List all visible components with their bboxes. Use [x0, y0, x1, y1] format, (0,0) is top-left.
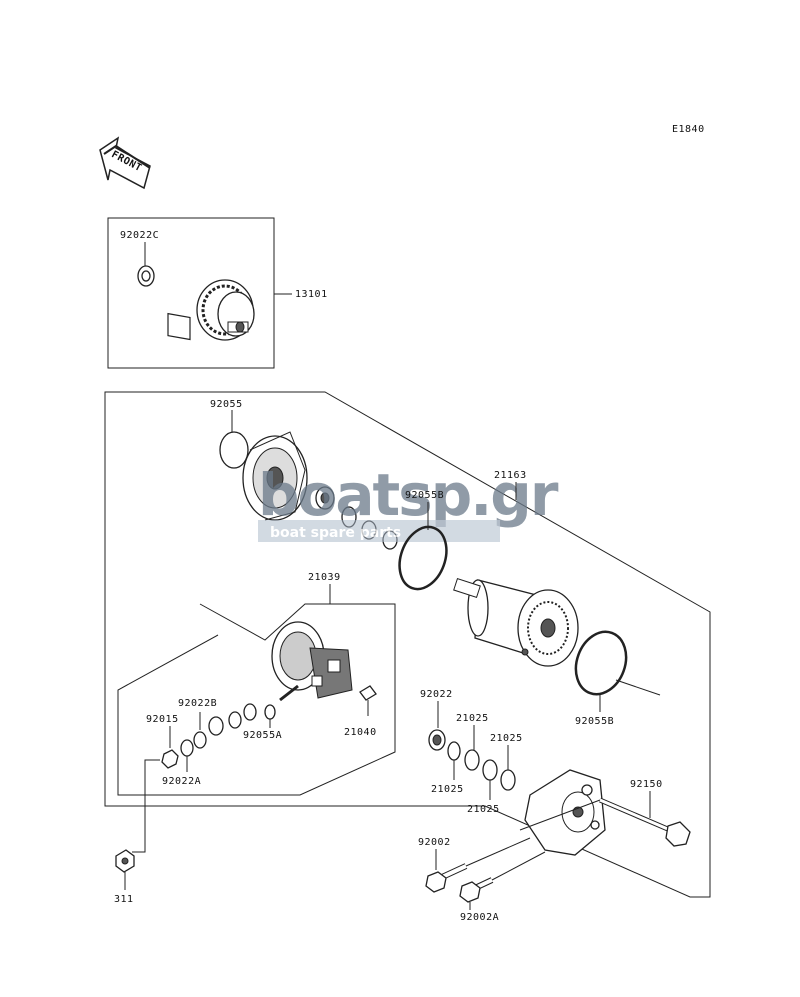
starter-motor — [453, 577, 579, 667]
svg-text:boatsp.gr: boatsp.gr — [258, 461, 559, 529]
label-92022B: 92022B — [178, 698, 217, 709]
nut-92015 — [161, 749, 179, 769]
o-ring-92055A — [264, 704, 276, 720]
label-92002A: 92002A — [460, 912, 499, 923]
label-13101: 13101 — [295, 289, 328, 300]
svg-text:boat spare parts: boat spare parts — [270, 525, 401, 541]
label-21039: 21039 — [308, 572, 341, 583]
label-21025-b: 21025 — [490, 733, 523, 744]
starter-drive-13101 — [167, 279, 255, 341]
washer-92022A — [180, 739, 194, 757]
o-ring-92055B-bottom — [574, 630, 628, 696]
o-ring-92055 — [219, 431, 249, 469]
bolt-92002 — [425, 863, 468, 893]
washer-92022B — [193, 731, 207, 749]
brush-holder-21039 — [271, 621, 353, 699]
front-cover — [242, 431, 308, 521]
label-21025-c: 21025 — [431, 784, 464, 795]
label-21025-d: 21025 — [467, 804, 500, 815]
o-ring-92055B-top — [398, 525, 448, 591]
starter-drive-box — [107, 217, 275, 369]
label-92022: 92022 — [420, 689, 453, 700]
label-92055A: 92055A — [243, 730, 282, 741]
washer-21025 — [482, 759, 498, 781]
brush-plate-small — [315, 486, 335, 510]
bolt-92002A — [459, 877, 494, 903]
label-311: 311 — [114, 894, 134, 905]
washer — [228, 711, 242, 729]
label-21040: 21040 — [344, 727, 377, 738]
brush-holder-box — [117, 603, 396, 796]
rear-cover — [524, 769, 606, 856]
label-92150: 92150 — [630, 779, 663, 790]
washer-21025 — [447, 741, 461, 761]
label-21163: 21163 — [494, 470, 527, 481]
label-92055: 92055 — [210, 399, 243, 410]
label-92055B-top: 92055B — [405, 490, 444, 501]
washer — [208, 716, 224, 736]
watermark-logo: boatsp.gr boat spare parts — [258, 461, 561, 542]
label-92002: 92002 — [418, 837, 451, 848]
label-92022A: 92022A — [162, 776, 201, 787]
label-92055B-bottom: 92055B — [575, 716, 614, 727]
brush-spring-21040 — [359, 685, 377, 701]
label-21025-a: 21025 — [456, 713, 489, 724]
bolt-92150 — [599, 797, 691, 847]
front-arrow-icon: FRONT — [99, 136, 151, 190]
starter-motor-box — [104, 391, 711, 898]
diagram-code: E1840 — [672, 124, 705, 135]
label-92022C: 92022C — [120, 230, 159, 241]
washer — [243, 703, 257, 721]
washer-21025 — [500, 769, 516, 791]
washer-21025 — [464, 749, 480, 771]
label-92015: 92015 — [146, 714, 179, 725]
